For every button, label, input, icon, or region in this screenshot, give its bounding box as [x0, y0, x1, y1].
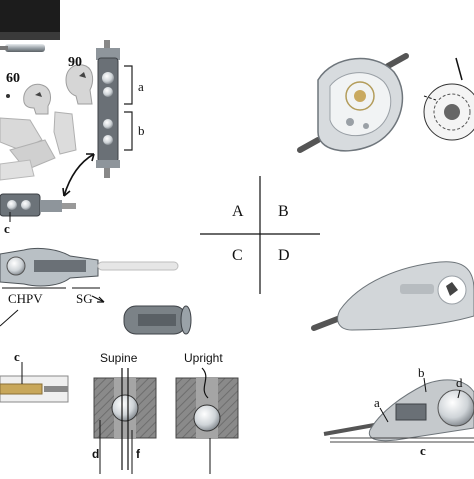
- sg-cylinder-detail: [91, 295, 192, 335]
- quadrant-cross: [200, 176, 320, 294]
- upright-cross-section: [175, 367, 239, 474]
- label-upright: Upright: [184, 351, 223, 365]
- bracket-a: [124, 65, 133, 105]
- reclining-body-silhouettes: [0, 111, 77, 181]
- valve-rod-icon: [0, 44, 45, 52]
- quadrant-label-c: C: [232, 247, 243, 264]
- head-profile-60: [6, 83, 51, 115]
- quadrant-label-a: A: [232, 203, 244, 220]
- label-c-panel-d: c: [420, 443, 426, 458]
- label-c-panel-a: c: [4, 221, 10, 236]
- head-profile-90: [65, 64, 94, 105]
- angle-label-90: 90: [68, 55, 82, 70]
- bracket-b: [124, 111, 133, 151]
- bracket-label-b: b: [138, 123, 145, 138]
- circular-diagram-b: [423, 57, 474, 141]
- bracket-label-a: a: [138, 79, 144, 94]
- side-profile-valve: [323, 377, 474, 443]
- label-c-panel-c: c: [14, 349, 20, 364]
- label-f-panel-c: f: [136, 447, 140, 461]
- reclining-valve-photo: [311, 261, 474, 331]
- chpv-leader-line: [0, 309, 19, 327]
- cross-section-detail-c: [0, 362, 69, 403]
- label-b-panel-d: b: [418, 365, 425, 380]
- teardrop-valve-photo: [297, 53, 409, 153]
- vertical-valve-cutaway: [96, 40, 120, 178]
- label-chpv: CHPV: [8, 291, 43, 306]
- label-a-panel-d: a: [374, 395, 380, 410]
- quadrant-label-b: B: [278, 203, 289, 220]
- supine-cross-section: [93, 368, 157, 474]
- label-supine: Supine: [100, 351, 138, 365]
- angle-label-60: 60: [6, 71, 20, 86]
- label-d-panel-c: d: [92, 447, 100, 461]
- rotation-arrow-icon: [62, 153, 95, 197]
- label-sg: SG: [76, 291, 93, 306]
- panel-a-photo: [0, 0, 60, 52]
- chpv-sg-device: [0, 247, 179, 287]
- label-d-panel-d: d: [456, 375, 463, 390]
- quadrant-label-d: D: [278, 247, 290, 264]
- horizontal-valve-panel-a: [0, 193, 76, 217]
